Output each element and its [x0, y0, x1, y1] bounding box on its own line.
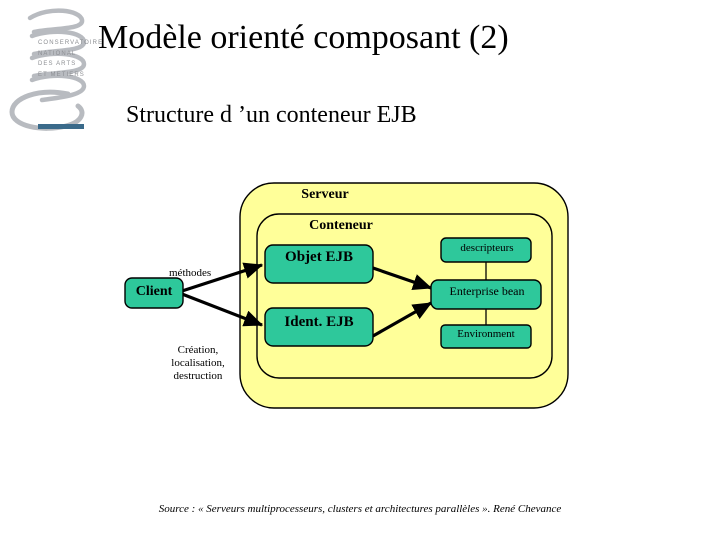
- cnam-logo-line-4: ET METIERS: [38, 71, 85, 78]
- client-box-label: Client: [135, 284, 173, 299]
- conteneur-container-label: Conteneur: [309, 218, 373, 233]
- page-title: Modèle orienté composant (2): [98, 19, 509, 56]
- edge-ident-ejb-enterprise-bean: [372, 301, 433, 338]
- cnam-logo-wordmark: CONSERVATOIRE NATIONAL DES ARTS ET METIE…: [38, 38, 104, 80]
- edge-client-ident-ejb: [181, 292, 264, 327]
- objet-ejb-box-label: Objet EJB: [285, 249, 353, 265]
- edge-objet-ejb-enterprise-bean: [372, 266, 433, 291]
- cnam-logo: CONSERVATOIRE NATIONAL DES ARTS ET METIE…: [8, 2, 104, 134]
- footer-source-citation: Source : « Serveurs multiprocesseurs, cl…: [158, 503, 562, 515]
- edge-label-creation-line-3: destruction: [173, 370, 223, 382]
- edge-label-creation-line-2: localisation,: [171, 357, 225, 369]
- ident-ejb-box-label: Ident. EJB: [284, 314, 354, 330]
- serveur-container-label: Serveur: [301, 187, 349, 202]
- cnam-logo-line-1: CONSERVATOIRE: [38, 40, 104, 46]
- enterprise-bean-box-label: Enterprise bean: [449, 284, 525, 298]
- descripteurs-box-label: descripteurs: [460, 242, 514, 254]
- cnam-logo-line-2: NATIONAL: [38, 50, 77, 57]
- cnam-logo-line-3: DES ARTS: [38, 61, 77, 67]
- edge-label-methodes: méthodes: [169, 267, 212, 279]
- slide-subtitle: Structure d ’un conteneur EJB: [126, 102, 417, 128]
- cnam-logo-accent-bar: [38, 124, 84, 129]
- environment-box-label: Environment: [457, 328, 515, 340]
- edge-label-creation-localisation-destruction: Création, localisation, destruction: [152, 344, 244, 383]
- edge-label-creation-line-1: Création,: [177, 344, 219, 356]
